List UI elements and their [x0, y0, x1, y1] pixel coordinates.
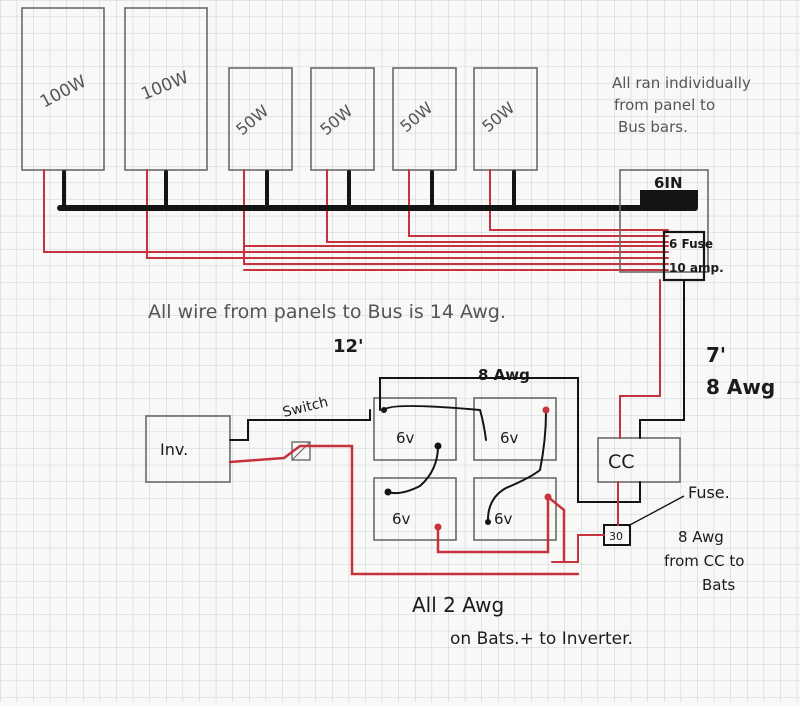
inline-fuse: 30 Fuse.	[603, 483, 730, 546]
gauge-8awg-top: 8 Awg	[478, 366, 530, 384]
fuse-block-line2: 10 amp.	[669, 261, 724, 275]
cc-bat-line1: 8 Awg	[678, 528, 724, 546]
bottom-note-line1: All 2 Awg	[412, 593, 504, 617]
cc-label: CC	[608, 451, 635, 473]
fuse-note: Fuse.	[688, 483, 730, 502]
length-7ft: 7'	[706, 343, 726, 367]
inverter-label: Inv.	[160, 440, 188, 459]
bus-note-line1: All ran individually	[612, 74, 751, 92]
cc-bat-line2: from CC to	[664, 552, 744, 570]
battery: 6v	[473, 397, 557, 461]
inline-fuse-label: 30	[609, 530, 623, 543]
battery-label: 6v	[392, 510, 411, 528]
length-12ft: 12'	[333, 336, 364, 357]
bus-note-line2: from panel to	[614, 96, 715, 114]
bottom-note-line2: on Bats.+ to Inverter.	[450, 629, 633, 649]
gauge-8awg-right: 8 Awg	[706, 375, 775, 399]
battery-bank: 6v 6v 6v 6v	[373, 397, 557, 541]
wire-gauge-note: All wire from panels to Bus is 14 Awg.	[148, 301, 506, 323]
bus-note-line3: Bus bars.	[618, 118, 688, 136]
battery-label: 6v	[494, 510, 513, 528]
battery: 6v	[473, 477, 557, 541]
fuse-block: 6 Fuse 10 amp.	[662, 230, 724, 282]
cc-bat-line3: Bats	[702, 576, 735, 594]
battery-label: 6v	[396, 429, 415, 447]
system-wires	[228, 279, 685, 576]
inverter: Inv.	[145, 415, 231, 483]
battery-label: 6v	[500, 429, 519, 447]
negative-bus-wire	[57, 170, 698, 211]
battery: 6v	[373, 477, 457, 541]
fuse-block-line1: 6 Fuse	[669, 237, 713, 251]
panel-positive-wires	[43, 169, 669, 271]
battery: 6v	[373, 397, 457, 461]
bus-note: All ran individually from panel to Bus b…	[612, 74, 751, 136]
combiner-label: 6IN	[654, 174, 683, 192]
battery-interconnects	[381, 405, 552, 531]
cc-battery-note: 8 Awg from CC to Bats	[664, 528, 744, 594]
